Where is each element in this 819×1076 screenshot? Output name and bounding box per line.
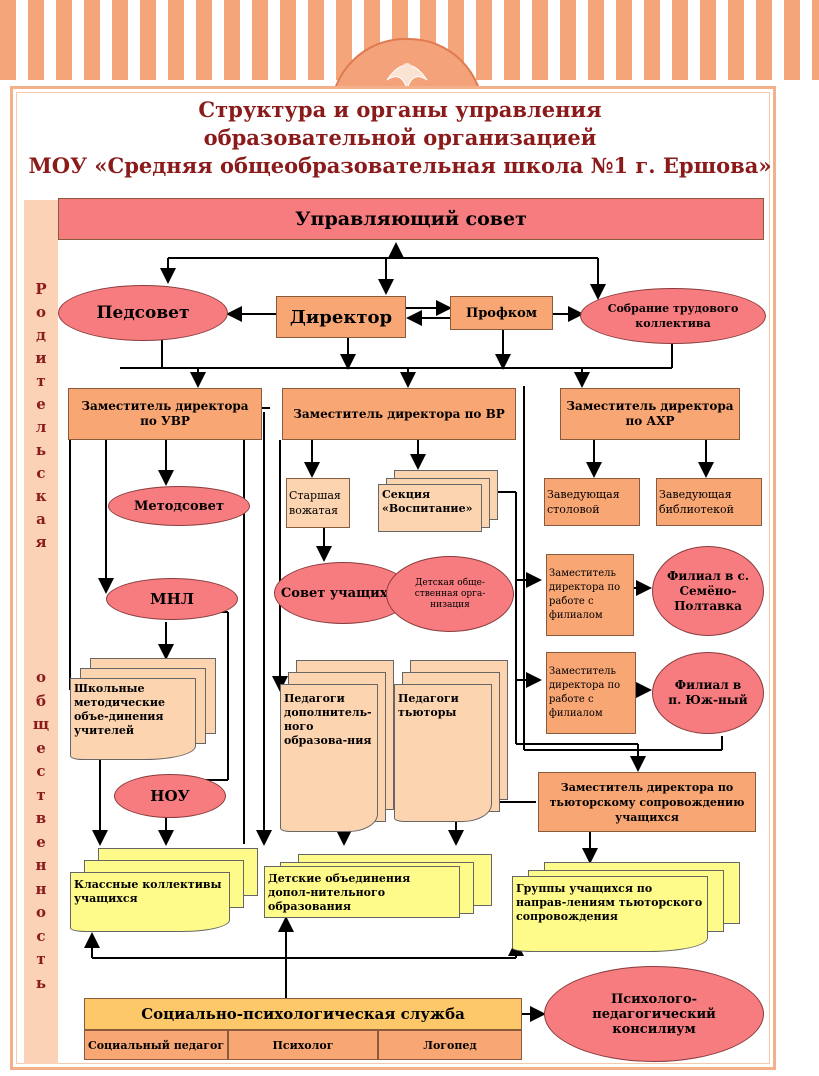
vertical-letter: т — [36, 372, 46, 390]
library-head: Заведующая библиотекой — [656, 478, 762, 526]
school-mo: Школьные методические объе-динения учите… — [74, 682, 166, 737]
vertical-letter: о — [35, 303, 46, 321]
section-vospitanie: Секция «Воспитание» — [382, 488, 473, 515]
tutors: Педагоги тьюторы — [398, 692, 459, 719]
deputy-ahr: Заместитель директора по АХР — [560, 388, 740, 440]
ornament-icon — [386, 63, 428, 91]
deputy-branch-2: Заместитель директора по работе с филиал… — [546, 652, 636, 734]
vertical-letter: с — [36, 926, 46, 945]
title-line-1: Структура и органы управления — [198, 97, 602, 122]
add-ed-teachers: Педагоги дополнитель-ного образова-ния — [284, 692, 372, 747]
vertical-letter: ь — [35, 973, 47, 992]
student-groups-stack-front — [512, 876, 708, 952]
section-stack-front — [378, 484, 482, 532]
vertical-letter: е — [36, 395, 46, 413]
class-groups: Классные коллективы учащихся — [74, 878, 222, 905]
pedsovet: Педсовет — [58, 285, 228, 341]
psych-ped-council: Психолого-педагогический консилиум — [544, 966, 764, 1062]
nou: НОУ — [114, 774, 226, 818]
school-mo-stack-front — [70, 678, 196, 760]
speech-therapist: Логопед — [378, 1030, 522, 1060]
canteen-head: Заведующая столовой — [544, 478, 640, 526]
deputy-tutor: Заместитель директора по тьюторскому соп… — [538, 772, 756, 832]
vertical-letter: о — [35, 903, 46, 921]
vertical-letter: т — [36, 785, 46, 804]
social-pedagog: Социальный педагог — [84, 1030, 228, 1060]
vertical-letter: н — [35, 879, 47, 898]
deputy-vr: Заместитель директора по ВР — [282, 388, 516, 440]
vertical-letter: и — [35, 349, 47, 367]
page-inner-frame — [16, 92, 770, 1064]
vertical-letter: с — [36, 464, 46, 482]
social-psych-service: Социально-психологическая служба — [84, 998, 522, 1030]
deputy-uvr: Заместитель директора по УВР — [68, 388, 262, 440]
governing-council: Управляющий совет — [58, 198, 764, 240]
vertical-letter: к — [35, 487, 47, 505]
branch-1: Филиал в с. Семёно-Полтавка — [652, 546, 764, 636]
children-assoc-stack-front — [264, 866, 460, 918]
branch-2: Филиал в п. Юж-ный — [652, 652, 764, 734]
labor-meeting: Собрание трудового коллектива — [580, 288, 766, 344]
class-groups-stack-front — [70, 872, 230, 932]
add-ed-stack-front — [280, 684, 378, 832]
vertical-letter: т — [36, 950, 46, 968]
vertical-letter: д — [36, 326, 46, 344]
vertical-letter: е — [36, 832, 46, 851]
metodsovet: Методсовет — [108, 486, 250, 526]
vertical-letter: щ — [32, 715, 50, 733]
vertical-letter: о — [35, 668, 46, 686]
psychologist: Психолог — [228, 1030, 378, 1060]
vertical-letter: я — [35, 533, 47, 551]
director: Директор — [276, 296, 406, 338]
title-line-2: образовательной организацией — [203, 125, 597, 150]
vertical-letter: л — [35, 418, 47, 436]
vertical-letter: с — [36, 762, 46, 780]
vertical-letter: б — [35, 691, 46, 710]
senior-counselor: Старшая вожатая — [286, 478, 350, 528]
vertical-letter: е — [36, 738, 46, 757]
vertical-letter: в — [35, 809, 47, 827]
vertical-letter: н — [35, 856, 47, 874]
student-groups: Группы учащихся по направ-лениям тьюторс… — [516, 882, 703, 923]
tutors-stack-front — [394, 684, 492, 822]
deputy-branch-1: Заместитель директора по работе с филиал… — [546, 554, 634, 636]
vertical-letter: Р — [35, 280, 47, 298]
left-strip — [24, 200, 58, 1064]
vertical-letter: ь — [35, 441, 47, 459]
vertical-letter: а — [36, 510, 46, 528]
children-associations: Детские объединения допол-нительного обр… — [268, 872, 411, 913]
children-organization: Детская обще-ственная орга-низация — [386, 556, 514, 632]
title-line-3: МОУ «Средняя общеобразовательная школа №… — [28, 153, 772, 178]
mnl: МНЛ — [106, 578, 238, 620]
profkom: Профком — [450, 296, 553, 330]
